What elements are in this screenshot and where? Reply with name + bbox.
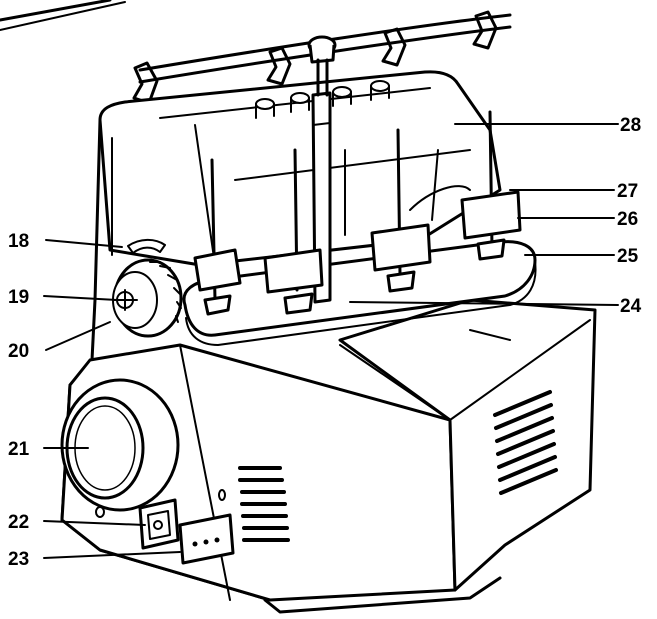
side-body (338, 298, 597, 592)
leader-line-20 (45, 321, 111, 351)
callout-26: 26 (617, 209, 638, 230)
leader-line-22 (43, 520, 146, 526)
callout-18: 18 (8, 231, 29, 252)
callout-28: 28 (620, 115, 641, 136)
power-switch (138, 498, 180, 550)
leader-line-18 (45, 239, 123, 248)
leader-line-24 (349, 301, 619, 306)
screw (95, 506, 105, 518)
callout-23: 23 (8, 549, 29, 570)
callout-22: 22 (8, 512, 29, 533)
handwheel (112, 258, 183, 338)
callout-27: 27 (617, 181, 638, 202)
leader-line-19 (43, 295, 118, 301)
spool-pins (193, 110, 522, 316)
light-lens (60, 378, 180, 512)
callout-21: 21 (8, 439, 30, 460)
table-edge (0, 0, 126, 31)
callout-19: 19 (8, 287, 29, 308)
top-cover (98, 70, 502, 267)
screw (218, 489, 226, 501)
leader-line-23 (43, 551, 181, 559)
front-vent (238, 466, 290, 542)
callout-20: 20 (8, 341, 29, 362)
power-socket (178, 513, 235, 565)
callout-25: 25 (617, 246, 639, 267)
base-foot (263, 576, 502, 614)
handwheel-indicator-mark (127, 238, 166, 254)
callout-24: 24 (620, 296, 642, 317)
thread-guide-rod (132, 10, 512, 105)
callout-labels: 18 19 20 21 22 23 24 25 26 27 28 (8, 115, 642, 570)
leader-lines (43, 123, 619, 559)
